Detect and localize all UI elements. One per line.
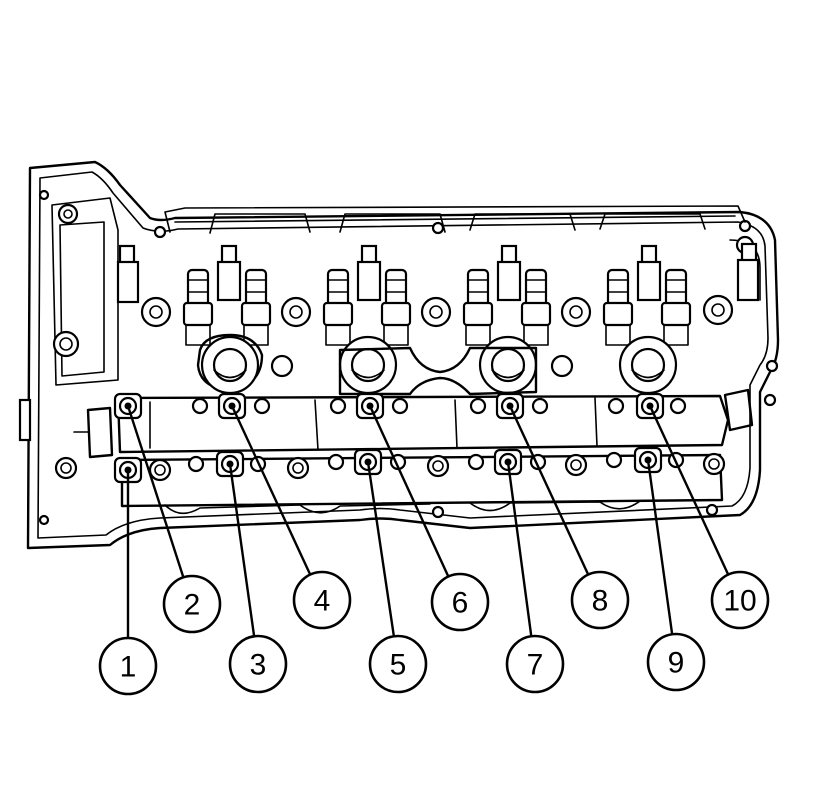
leader-line-4 bbox=[230, 405, 312, 576]
callout-circle bbox=[505, 634, 565, 694]
callout-2: 2 bbox=[162, 574, 222, 634]
callout-circle bbox=[710, 570, 770, 630]
callout-4: 4 bbox=[292, 570, 352, 630]
callout-9: 9 bbox=[646, 632, 706, 692]
callout-label: 2 bbox=[184, 589, 201, 622]
camshaft-body bbox=[116, 394, 730, 515]
callout-8: 8 bbox=[570, 570, 630, 630]
cylinder-valve-group bbox=[140, 244, 272, 346]
callout-6: 6 bbox=[430, 572, 490, 632]
upper-rail bbox=[164, 205, 746, 234]
callout-label: 9 bbox=[668, 647, 685, 680]
callout-circle bbox=[430, 572, 490, 632]
valve-assemblies bbox=[116, 242, 760, 346]
cam-journals bbox=[196, 333, 678, 396]
leader-line-9 bbox=[646, 459, 674, 635]
leader-line-2 bbox=[126, 405, 185, 578]
leader-line-7 bbox=[506, 461, 533, 637]
callout-circle bbox=[646, 632, 706, 692]
callout-circle bbox=[162, 574, 222, 634]
cylinder-valve-group bbox=[560, 244, 692, 346]
callouts: 1 2 3 4 5 6 7 8 9 10 bbox=[98, 570, 770, 696]
leader-lines bbox=[126, 405, 730, 638]
callout-1: 1 bbox=[98, 636, 158, 696]
callout-7: 7 bbox=[505, 634, 565, 694]
leader-line-5 bbox=[366, 461, 396, 637]
callout-label: 4 bbox=[314, 585, 331, 618]
leader-line-6 bbox=[368, 405, 450, 578]
callout-label: 6 bbox=[452, 587, 469, 620]
cylinder-valve-group bbox=[420, 244, 552, 346]
callout-10: 10 bbox=[710, 570, 770, 630]
callout-circle bbox=[368, 634, 428, 694]
leader-line-3 bbox=[228, 463, 256, 637]
callout-circle bbox=[292, 570, 352, 630]
callout-label: 1 bbox=[120, 651, 137, 684]
callout-label: 8 bbox=[592, 585, 609, 618]
cylinder-valve-group bbox=[280, 244, 412, 346]
callout-circle bbox=[228, 634, 288, 694]
callout-3: 3 bbox=[228, 634, 288, 694]
leader-line-10 bbox=[648, 405, 730, 576]
callout-label: 5 bbox=[390, 649, 407, 682]
callout-label: 3 bbox=[250, 649, 267, 682]
callout-label: 7 bbox=[527, 649, 544, 682]
callout-label: 10 bbox=[723, 585, 756, 618]
leader-line-8 bbox=[508, 405, 590, 576]
cylinder-head-outline bbox=[18, 160, 780, 550]
callout-circle bbox=[570, 570, 630, 630]
callout-5: 5 bbox=[368, 634, 428, 694]
callout-circle bbox=[98, 636, 158, 696]
head-bolt-5 bbox=[353, 448, 383, 476]
